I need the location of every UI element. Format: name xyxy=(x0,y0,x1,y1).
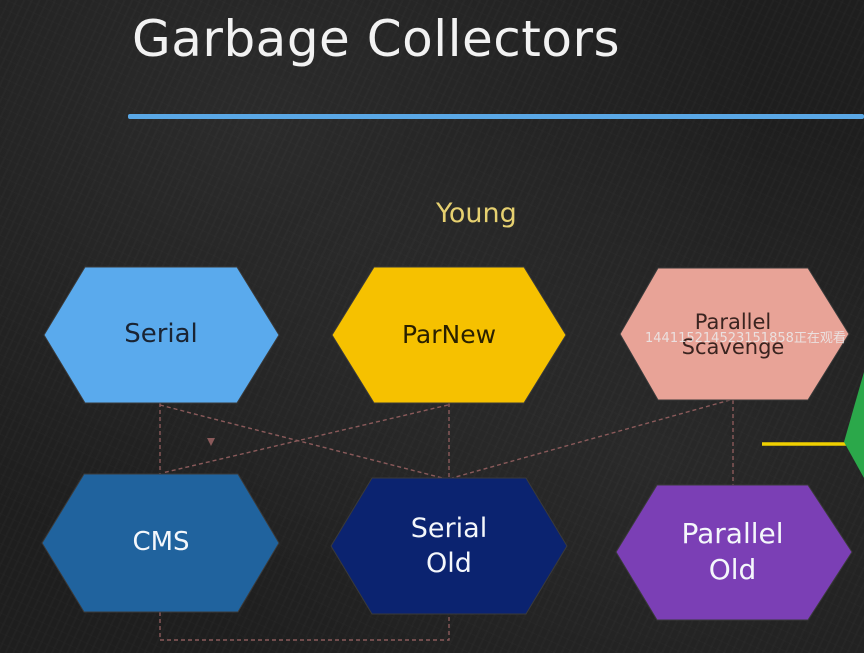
connector-serial-serial-old xyxy=(159,404,451,481)
serial-old-label: Serial Old xyxy=(410,512,488,579)
cms-hexagon xyxy=(41,473,280,613)
parallel-scavenge-label: Parallel Scavenge xyxy=(681,309,785,359)
viewer-count-overlay: 1441152145231518​58正在观看 xyxy=(645,331,846,346)
title-underline xyxy=(128,114,864,119)
connector-cms-serial-old xyxy=(159,612,450,641)
parallel-old-hexagon xyxy=(615,484,853,621)
parallel-old-label: Parallel Old xyxy=(681,516,784,586)
parnew-hexagon xyxy=(331,266,567,404)
young-generation-label: Young xyxy=(436,198,517,229)
serial-hexagon xyxy=(43,266,280,404)
slide-title: Garbage Collectors xyxy=(132,10,621,68)
parnew-label: ParNew xyxy=(401,319,497,349)
edge-hexagon-shape xyxy=(844,372,864,478)
serial-old-hexagon xyxy=(330,477,568,615)
connector-arrowhead xyxy=(207,438,215,446)
parallel-scavenge-hexagon xyxy=(619,267,850,401)
cms-label: CMS xyxy=(132,527,190,558)
connector-parnew-cms xyxy=(161,404,449,474)
serial-label: Serial xyxy=(124,319,198,350)
connector-scavenge-serial-old xyxy=(451,399,731,479)
